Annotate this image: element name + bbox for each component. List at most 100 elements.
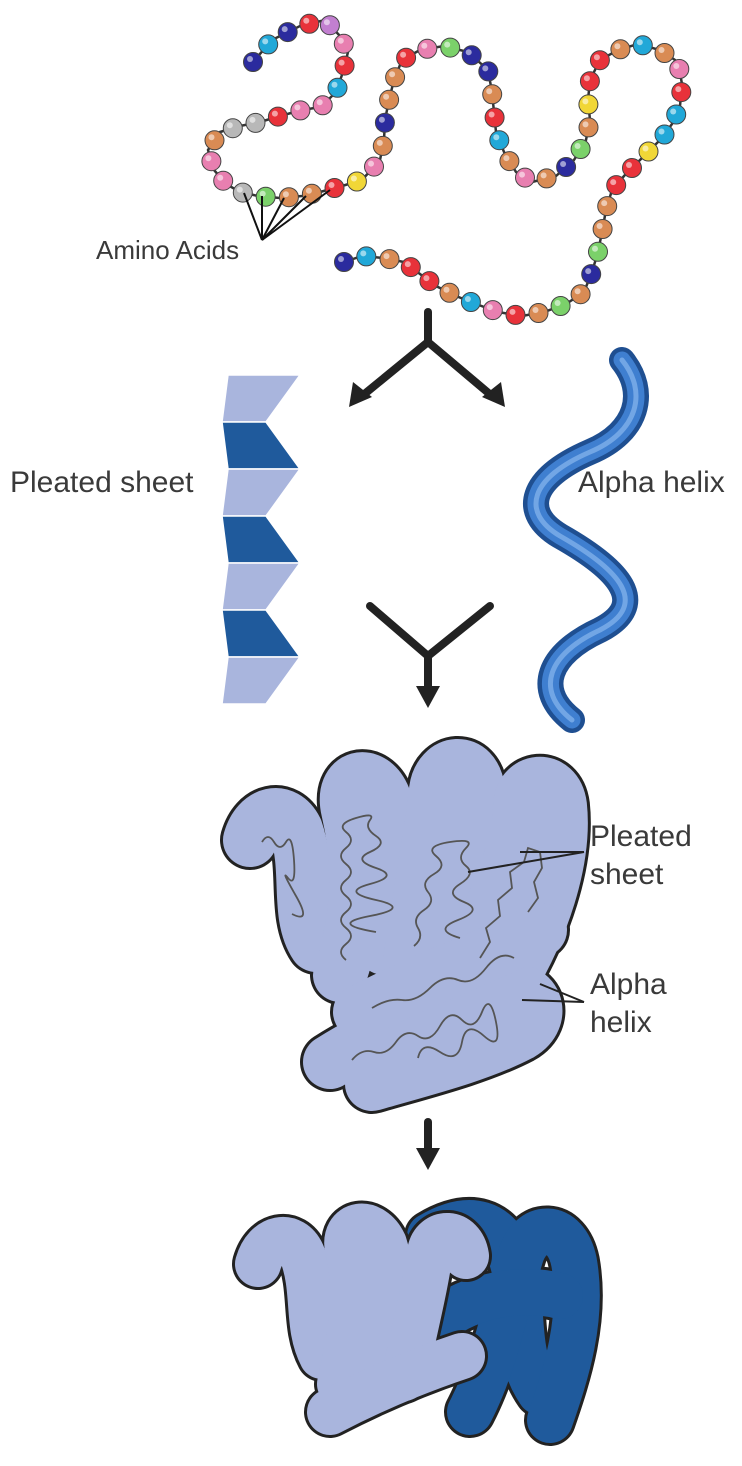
amino-acid-bead [571,285,590,304]
amino-acid-bead [373,136,392,155]
bead-highlight [582,98,588,104]
bead-highlight [317,99,323,105]
bead-highlight [282,26,288,32]
amino-acid-bead [580,72,599,91]
bead-highlight [351,176,357,182]
amino-acid-bead [537,169,556,188]
bead-highlight [217,175,223,181]
bead-highlight [329,182,335,188]
bead-highlight [560,161,566,167]
amino-acid-bead [244,53,263,72]
amino-acids-label: Amino Acids [96,234,239,267]
amino-acid-bead [589,242,608,261]
amino-acid-bead [246,113,265,132]
amino-acid-bead [365,157,384,176]
amino-acid-bead [551,297,570,316]
down-arrow-icon [416,1122,440,1170]
amino-acid-bead [278,23,297,42]
amino-acid-bead [598,197,617,216]
amino-acid-bead [461,293,480,312]
amino-acid-bead [205,131,224,150]
amino-acid-bead [579,95,598,114]
bead-highlight [659,129,665,135]
bead-highlight [675,86,681,92]
bead-highlight [487,304,493,310]
bead-highlight [597,223,603,229]
amino-acid-bead [639,142,658,161]
amino-acid-bead [375,113,394,132]
bead-highlight [643,146,649,152]
bead-highlight [637,39,643,45]
bead-highlight [360,250,366,256]
amino-acid-bead [325,179,344,198]
bead-highlight [250,117,256,123]
bead-highlight [389,71,395,77]
amino-acid-bead [579,118,598,137]
amino-acid-bead [268,107,287,126]
amino-acid-bead [279,188,298,207]
bead-highlight [324,19,330,25]
amino-acid-bead [223,119,242,138]
amino-acid-bead [418,39,437,58]
amino-acid-bead [611,40,630,59]
amino-acid-bead [483,301,502,320]
amino-acid-bead [313,96,332,115]
bead-highlight [368,161,374,167]
amino-acid-beads [202,14,691,324]
bead-highlight [601,200,607,206]
bead-highlight [272,111,278,117]
split-arrow-icon [362,312,492,396]
tertiary-structure-blob [250,766,561,1084]
amino-acid-bead [479,62,498,81]
amino-acid-bead [291,101,310,120]
amino-acid-bead [300,14,319,33]
amino-acid-bead [571,140,590,159]
alpha-helix-ribbon [536,360,636,720]
bead-highlight [610,179,616,185]
bead-highlight [594,54,600,60]
bead-highlight [260,191,266,197]
amino-acid-bead [516,168,535,187]
amino-acid-bead [214,171,233,190]
amino-acid-bead [667,105,686,124]
amino-acid-bead [386,68,405,87]
bead-highlight [209,134,215,140]
amino-acid-bead [328,78,347,97]
amino-acid-bead [506,305,525,324]
bead-highlight [519,172,525,178]
tertiary-pleated-label-line1: Pleated [590,818,692,856]
amino-acid-bead [202,152,221,171]
arrowhead-down [416,686,440,708]
bead-highlight [405,261,411,267]
bead-highlight [444,42,450,48]
amino-acid-bead [485,108,504,127]
bead-highlight [338,256,344,262]
chain-backbone [208,20,682,316]
amino-acid-bead [490,131,509,150]
amino-acid-bead [233,183,252,202]
merge-arrow-icon [370,606,490,690]
bead-highlight [584,75,590,81]
amino-acid-bead [320,16,339,35]
amino-acid-bead [633,36,652,55]
amino-acid-bead [401,258,420,277]
amino-acid-bead [590,51,609,70]
bead-highlight [466,49,472,55]
amino-acid-bead [380,250,399,269]
bead-highlight [489,112,495,118]
amino-acid-bead [582,265,601,284]
bead-highlight [379,117,385,123]
bead-highlight [493,134,499,140]
bead-highlight [482,65,488,71]
bead-highlight [247,56,253,62]
amino-acid-bead [256,187,275,206]
bead-highlight [227,122,233,128]
bead-highlight [510,309,516,315]
bead-highlight [592,246,598,252]
amino-acid-bead [357,247,376,266]
bead-highlight [377,140,383,146]
amino-acid-bead [380,90,399,109]
bead-highlight [383,94,389,100]
bead-highlight [423,275,429,281]
amino-acid-bead [440,283,459,302]
